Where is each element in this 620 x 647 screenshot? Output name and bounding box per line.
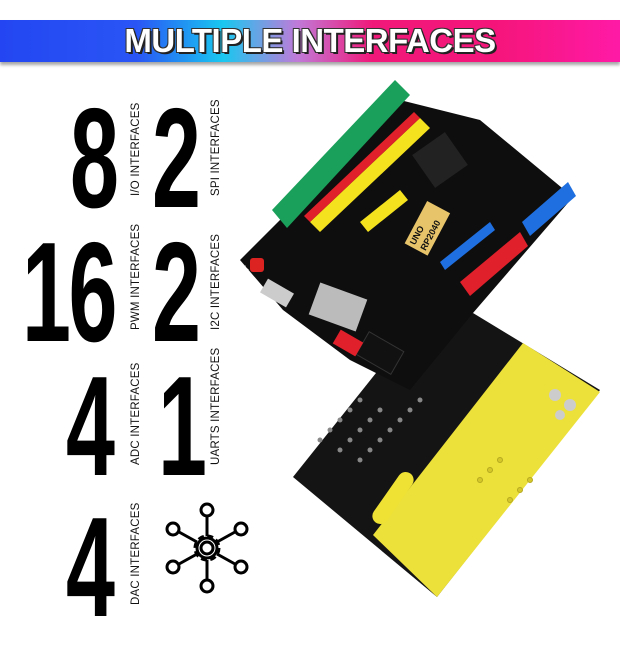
header-green [272, 80, 410, 228]
reset-button [250, 258, 264, 272]
product-board-illustration: UNO RP2040 RESET [234, 80, 600, 597]
dac-count: 4 [66, 488, 115, 647]
i2c-count: 2 [152, 213, 201, 372]
network-gear-icon [165, 502, 249, 594]
header-yellow [310, 118, 430, 232]
reset-label: RESET [234, 265, 252, 289]
adc-count: 4 [66, 347, 115, 506]
board-underside [293, 313, 600, 597]
pwm-count: 16 [22, 213, 117, 372]
spi-count: 2 [152, 79, 201, 238]
title-banner: MULTIPLE INTERFACES [0, 20, 620, 62]
usb-c-port [260, 278, 294, 308]
banner-title: MULTIPLE INTERFACES [124, 22, 496, 59]
io-count: 8 [70, 79, 119, 238]
board-top: UNO RP2040 RESET [234, 80, 576, 390]
header-red [460, 232, 528, 296]
sd-card-slot [308, 282, 368, 332]
header-blue [522, 182, 576, 236]
uart-count: 1 [158, 347, 207, 506]
